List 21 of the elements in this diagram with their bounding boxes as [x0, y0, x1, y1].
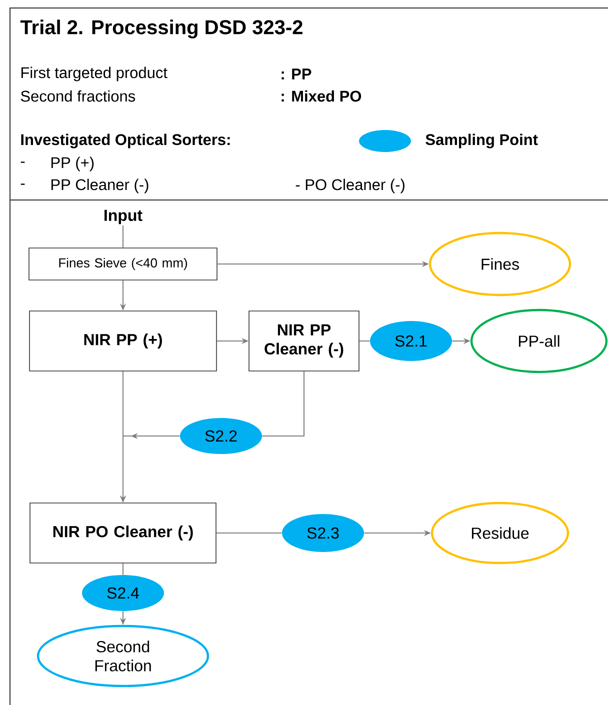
label: - — [20, 184, 25, 185]
label: - PO Cleaner (-) — [296, 178, 404, 194]
title: Trial 2. Processing DSD 323-2 — [20, 20, 302, 38]
label: : PP — [282, 68, 312, 80]
label: Investigated Optical Sorters: — [21, 134, 230, 148]
process-box: Fines Sieve (<40 mm) — [28, 248, 218, 280]
label: - — [20, 162, 25, 163]
sampling-point: S2.2 — [180, 418, 262, 454]
label: First targeted product — [21, 66, 168, 82]
process-box: NIR PP (+) — [29, 310, 217, 372]
label: Second fractions — [20, 90, 136, 102]
process-box: NIR PO Cleaner (-) — [30, 502, 216, 564]
label: PP (+) — [51, 156, 94, 172]
input-label: Input — [104, 210, 142, 224]
sampling-point: S2.3 — [282, 514, 364, 552]
label: : Mixed PO — [282, 90, 362, 102]
sampling-point: S2.4 — [82, 575, 164, 611]
label: PP Cleaner (-) — [51, 178, 148, 194]
sampling-point: S2.1 — [370, 321, 452, 361]
process-box: NIR PP Cleaner (-) — [248, 310, 360, 372]
legend-label: Sampling Point — [426, 134, 538, 148]
